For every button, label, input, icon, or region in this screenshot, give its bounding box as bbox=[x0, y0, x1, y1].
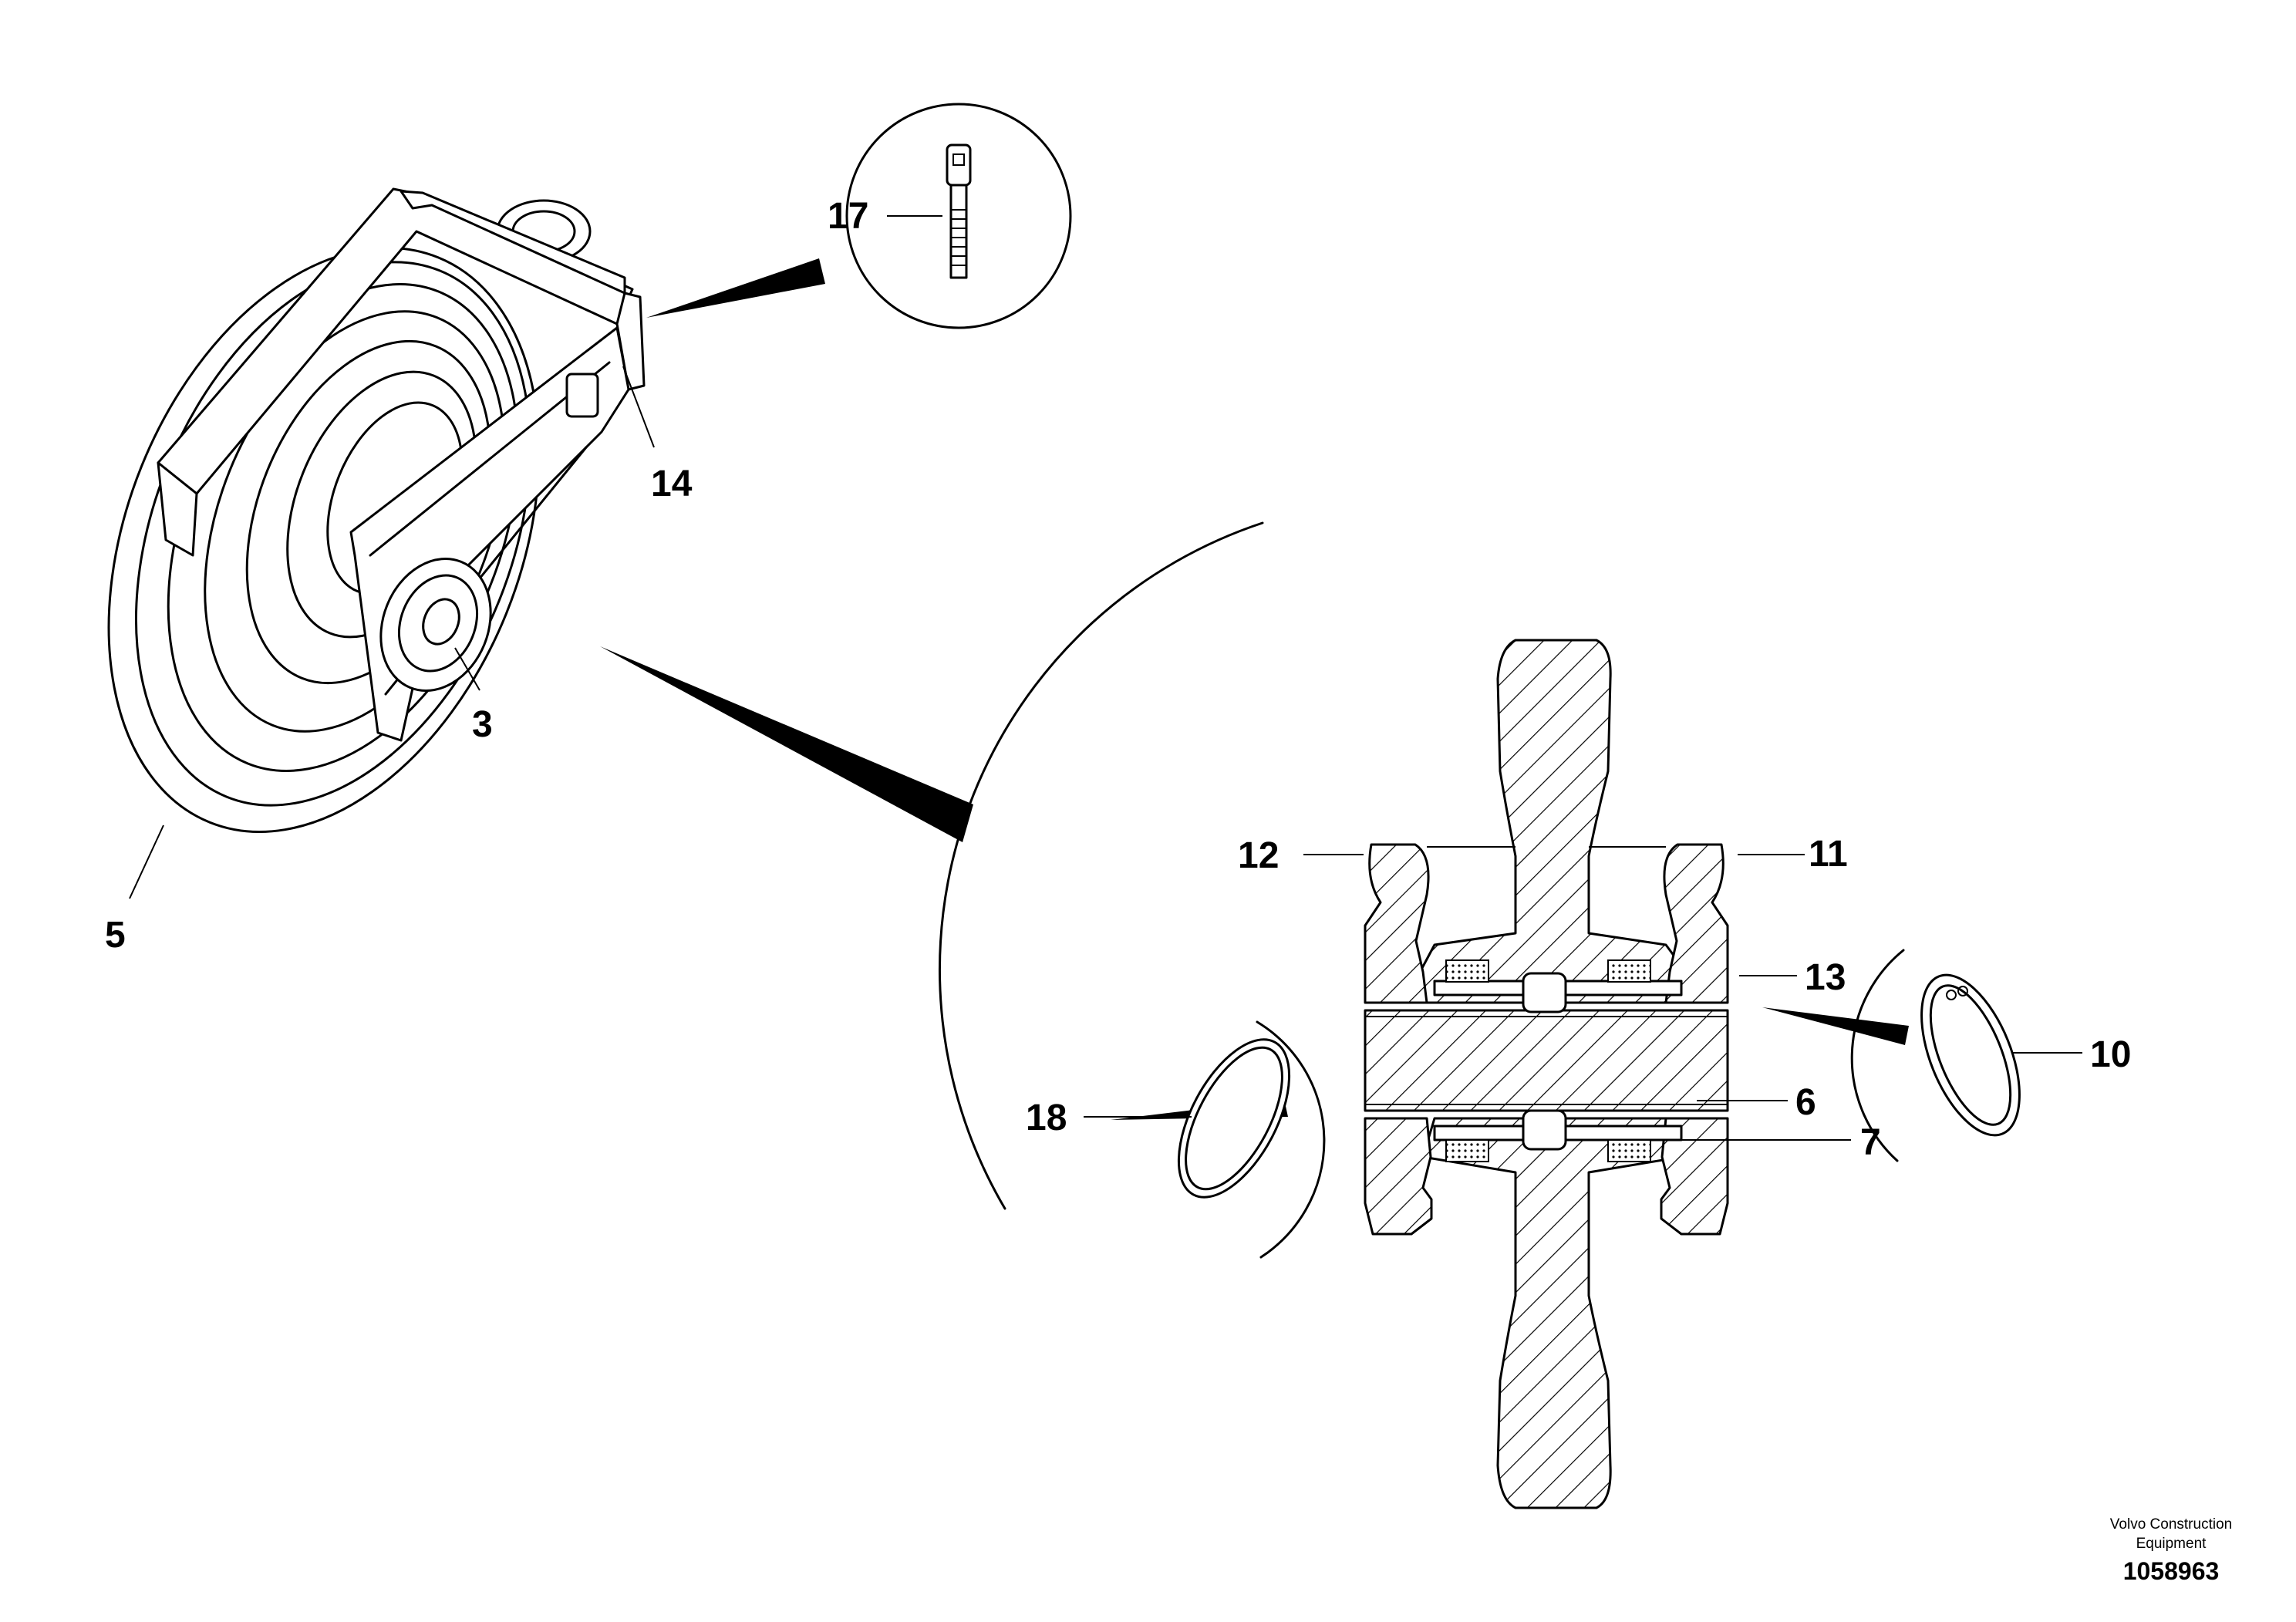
cap-screw bbox=[946, 143, 972, 279]
callout-6: 6 bbox=[1795, 1082, 1816, 1123]
callout-13: 13 bbox=[1805, 957, 1846, 998]
left-collar-section bbox=[1364, 843, 1430, 1004]
right-collar-section bbox=[1663, 843, 1729, 1004]
callout-18: 18 bbox=[1026, 1098, 1067, 1138]
shaft-section bbox=[1364, 1009, 1729, 1112]
shaft-end bbox=[379, 558, 492, 692]
idler-wheel-assembly bbox=[107, 187, 646, 833]
callout-10: 10 bbox=[2090, 1034, 2131, 1075]
callout-7: 7 bbox=[1860, 1122, 1881, 1163]
section-detail-circle bbox=[938, 521, 1264, 1210]
callout-3: 3 bbox=[472, 704, 493, 745]
section-view bbox=[938, 521, 1729, 1509]
seal-rings bbox=[1445, 959, 1651, 1162]
callout-17: 17 bbox=[828, 196, 868, 237]
wheel-web-section bbox=[1402, 639, 1710, 1004]
oring-detail bbox=[1084, 1020, 1326, 1259]
drawing-number: 1058963 bbox=[2123, 1557, 2220, 1585]
o-ring bbox=[1177, 1038, 1291, 1199]
drawing-footer: Volvo Construction Equipment 1058963 bbox=[2110, 1516, 2232, 1585]
callout-14: 14 bbox=[651, 464, 693, 504]
callout-11: 11 bbox=[1809, 834, 1848, 875]
brand-line-1: Volvo Construction bbox=[2110, 1516, 2232, 1533]
detail-pointer-bolt bbox=[646, 258, 825, 318]
circlip-detail bbox=[1850, 949, 2082, 1162]
bolt-detail bbox=[845, 103, 1072, 329]
detail-pointer-section bbox=[600, 646, 973, 842]
brand-line-2: Equipment bbox=[2136, 1536, 2207, 1552]
circlip-ring bbox=[1920, 973, 2021, 1137]
detail-pointer-ring-10 bbox=[1762, 1007, 1909, 1045]
callout-5: 5 bbox=[105, 915, 126, 956]
leader-lines bbox=[129, 366, 1851, 1141]
callout-12: 12 bbox=[1238, 835, 1279, 876]
